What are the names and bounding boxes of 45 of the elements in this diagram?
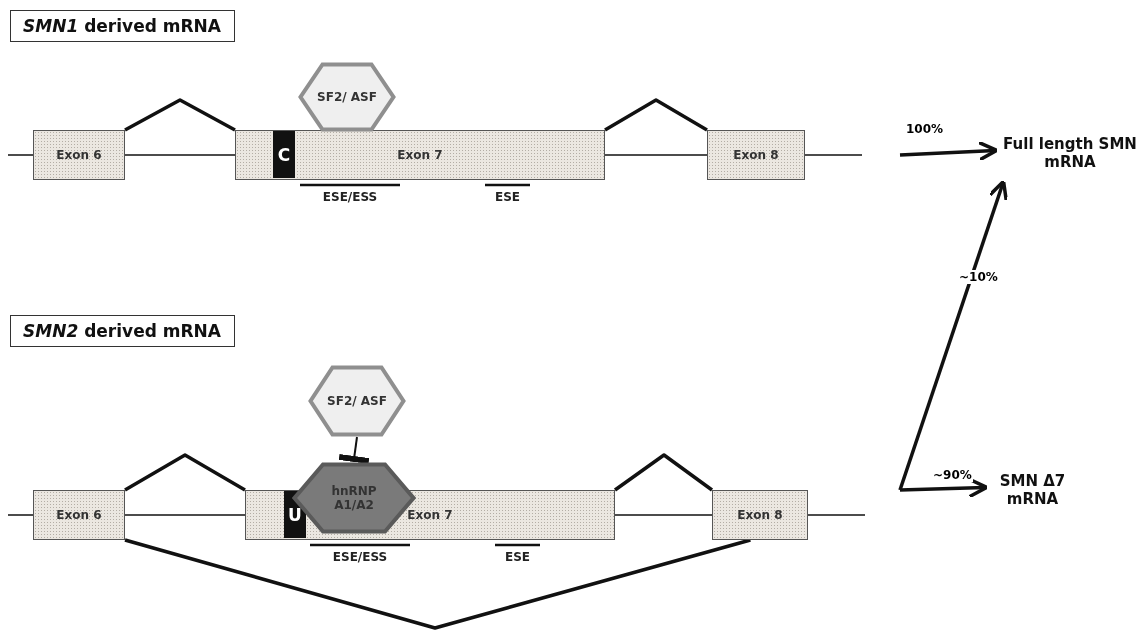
splice-line xyxy=(124,538,751,630)
exon-label: Exon 8 xyxy=(733,148,779,162)
title-text: SMN1 derived mRNA xyxy=(23,16,221,36)
sequence-label: ESE xyxy=(503,550,531,564)
exon-label: Exon 6 xyxy=(56,508,102,522)
exon-label: Exon 8 xyxy=(737,508,783,522)
mrna-line xyxy=(614,514,713,516)
exon-label: Exon 6 xyxy=(56,148,102,162)
protein-hexagon xyxy=(298,62,396,132)
splice-line xyxy=(124,98,236,132)
exon-box xyxy=(707,130,805,180)
sequence-label: ESE/ESS xyxy=(331,550,389,564)
title-text: SMN2 derived mRNA xyxy=(23,321,221,341)
edge-label: ~10% xyxy=(958,270,999,284)
arrow xyxy=(899,477,989,499)
protein-label: hnRNP A1/A2 xyxy=(330,484,378,512)
mrna-line xyxy=(124,154,236,156)
protein-label: SF2/ ASF xyxy=(317,90,377,104)
protein-label: SF2/ ASF xyxy=(327,394,387,408)
splice-line xyxy=(614,453,714,492)
exon-box xyxy=(33,130,125,180)
arrow xyxy=(898,179,1009,491)
edge-label: ~90% xyxy=(932,468,973,482)
exon-box xyxy=(33,490,125,540)
mrna-line xyxy=(124,514,246,516)
nucleotide-block xyxy=(273,131,295,178)
mrna-line xyxy=(604,154,708,156)
inhibition-line xyxy=(338,436,370,464)
edge-label: 100% xyxy=(905,122,945,136)
exon-box xyxy=(235,130,605,180)
exon-label: Exon 7 xyxy=(397,148,443,162)
splice-line xyxy=(604,98,708,132)
arrow xyxy=(899,140,999,162)
title-box xyxy=(10,315,235,347)
exon-box xyxy=(712,490,808,540)
sequence-label: ESE xyxy=(493,190,521,204)
sequence-label: ESE/ESS xyxy=(321,190,379,204)
exon-label: Exon 7 xyxy=(407,508,453,522)
product-label: SMN Δ7 mRNA xyxy=(985,472,1080,516)
nucleotide-letter: C xyxy=(277,144,291,165)
product-label: Full length SMN mRNA xyxy=(995,135,1145,179)
title-box xyxy=(10,10,235,42)
nucleotide-letter: U xyxy=(288,504,302,525)
protein-hexagon xyxy=(308,365,406,437)
splice-line xyxy=(124,453,246,492)
